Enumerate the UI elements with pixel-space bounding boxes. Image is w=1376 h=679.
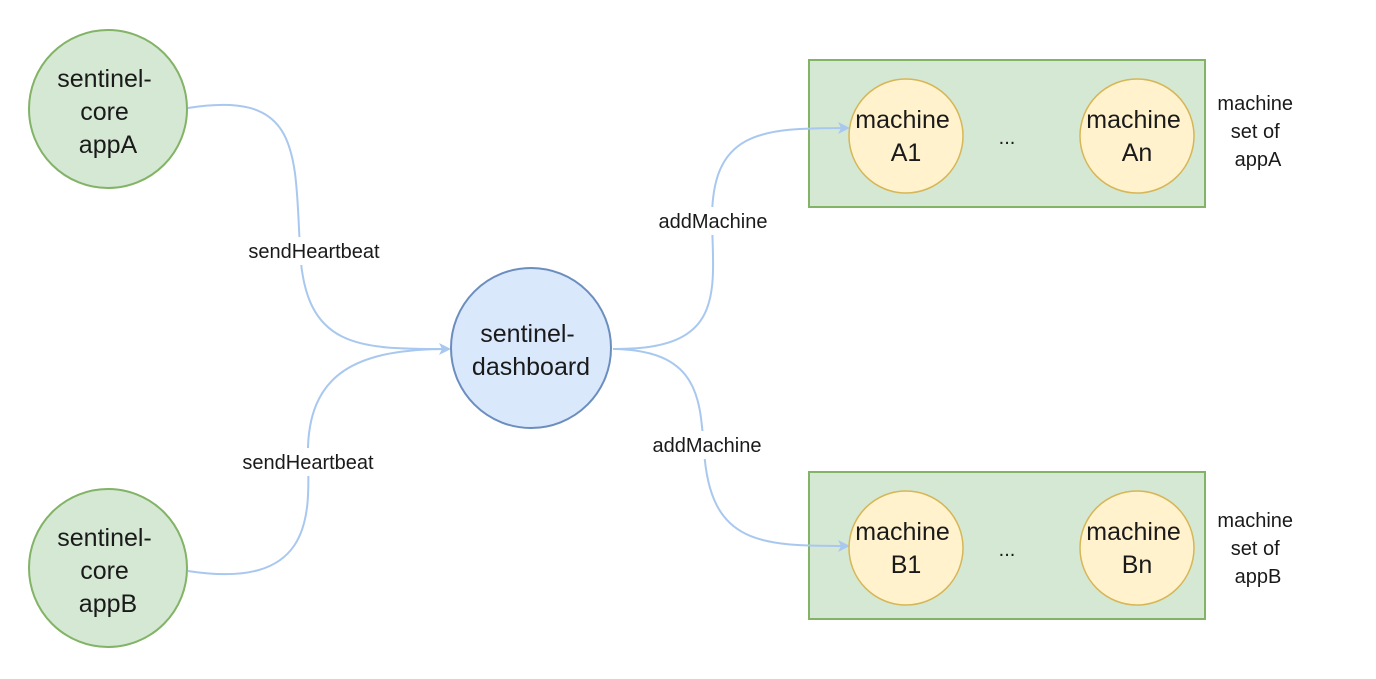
appA-node [28, 29, 188, 189]
machine-set-appA-label: machine set of appA [1217, 93, 1298, 171]
appA-label: sentinel- core appA [57, 65, 158, 159]
edge-label-addmachine-b: addMachine [653, 435, 762, 457]
edge-appA-to-dashboard [187, 103, 451, 356]
appB-node [28, 488, 188, 648]
machine-A1-node [848, 78, 964, 194]
machine-set-appA-ellipsis: ... [999, 127, 1016, 149]
machine-set-appB-label: machine set of appB [1217, 510, 1298, 588]
edge-label-bg-heartbeat-a [233, 237, 393, 265]
edge-label-addmachine-a: addMachine [659, 211, 768, 233]
machine-set-appB-ellipsis: ... [999, 539, 1016, 561]
machine-An-label: machine An [1086, 106, 1187, 167]
edge-label-heartbeat-b: sendHeartbeat [242, 452, 374, 474]
dashboard-label: sentinel- dashboard [472, 320, 590, 381]
edge-label-heartbeat-a: sendHeartbeat [248, 241, 380, 263]
machine-Bn-label: machine Bn [1086, 518, 1187, 579]
machine-B1-label: machine B1 [855, 518, 956, 579]
machine-B1-node [848, 490, 964, 606]
machine-Bn-node [1079, 490, 1195, 606]
dashboard-node [450, 267, 612, 429]
machine-A1-label: machine A1 [855, 106, 956, 167]
edge-label-bg-addmachine-b [637, 431, 777, 459]
appB-label: sentinel- core appB [57, 524, 158, 618]
machine-An-node [1079, 78, 1195, 194]
edge-label-bg-addmachine-a [643, 207, 783, 235]
edge-label-bg-heartbeat-b [228, 448, 388, 476]
